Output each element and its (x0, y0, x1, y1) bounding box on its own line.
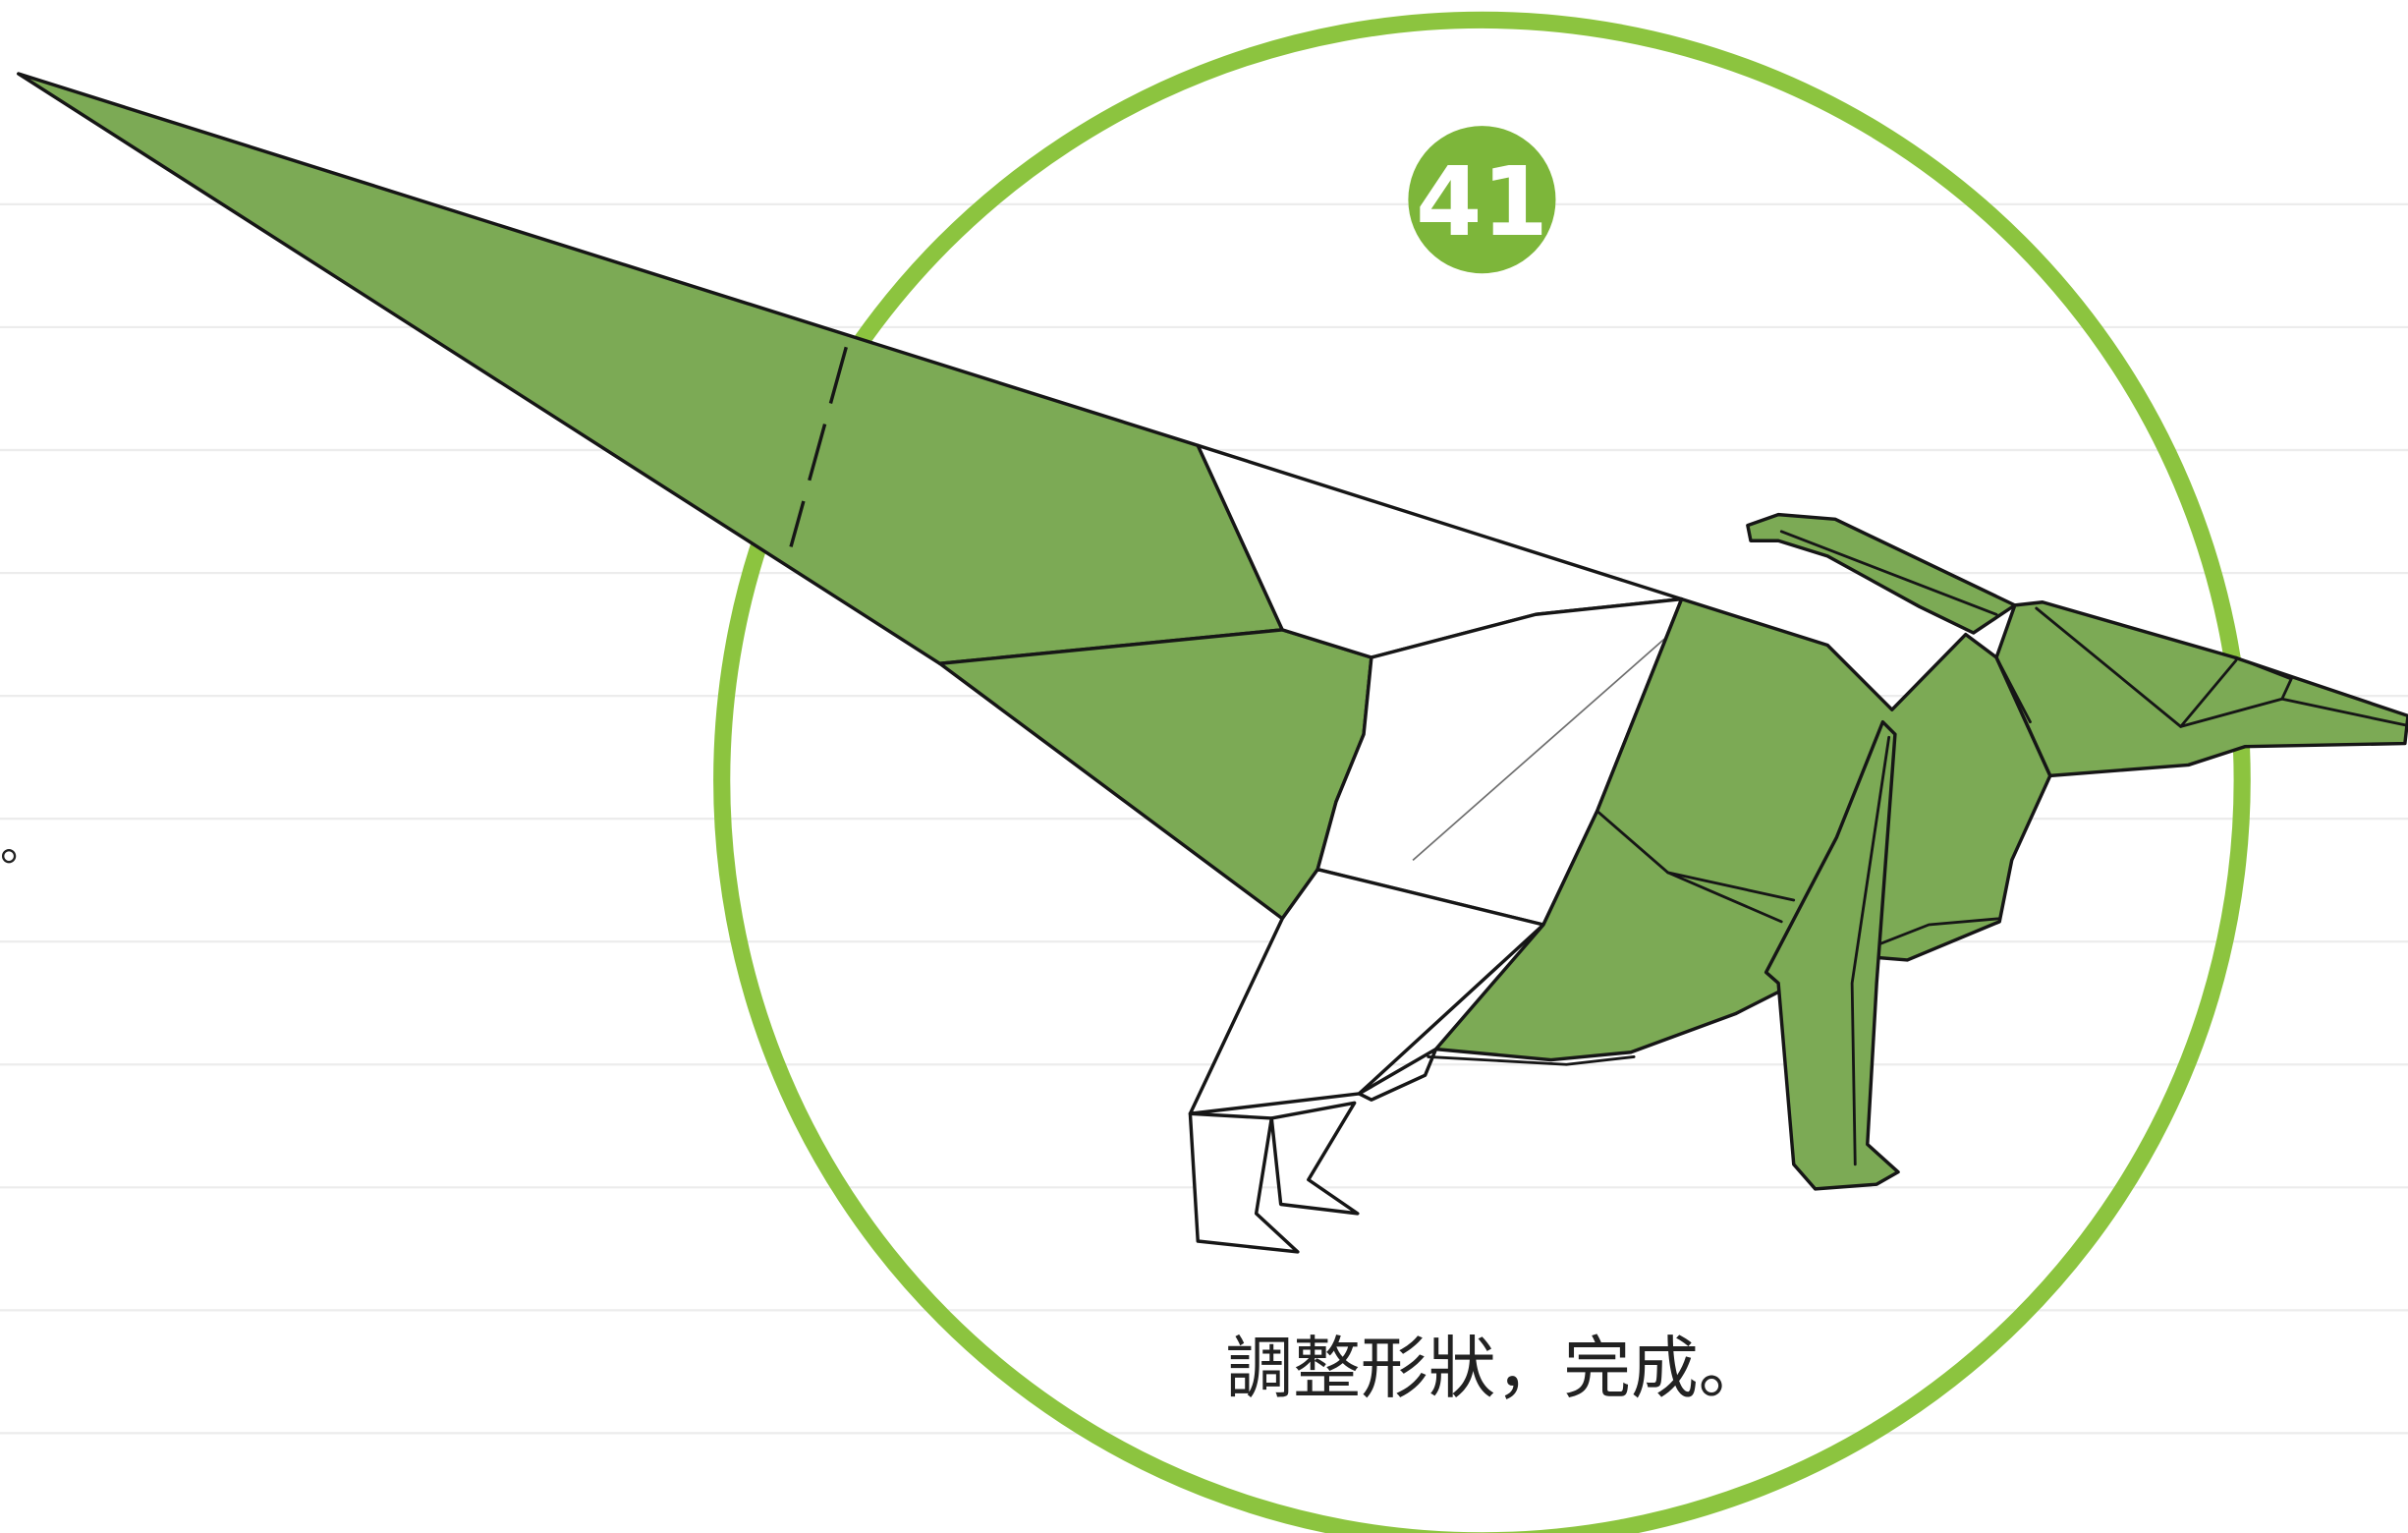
head-fold-line (1994, 655, 2032, 724)
hind-toe-back (1269, 1101, 1360, 1216)
hind-foot-sliver (1357, 1047, 1438, 1102)
hind-toe-front (1188, 1111, 1300, 1254)
hind-shin-panel (1188, 868, 1545, 1115)
thigh-crease-line (1412, 635, 1669, 861)
body-fold-line (1666, 871, 1783, 924)
head-fold-line (2234, 655, 2293, 701)
belly-fold-line (1427, 1055, 1636, 1066)
margin-mark: 。 (0, 818, 46, 872)
body-panel (1433, 596, 2052, 1062)
step-circle (713, 11, 2251, 1533)
front-leg-panel (1764, 719, 1900, 1191)
crease-dashed-line (789, 346, 848, 547)
head-panel (1994, 600, 2408, 778)
step-number: 41 (1416, 146, 1548, 257)
step-badge-circle (1408, 126, 1556, 274)
tail-base-panel (937, 628, 1373, 921)
crest-fold-line (1779, 530, 1998, 616)
tail-tip-panel (17, 72, 1284, 665)
caption-text: 調整形狀，完成。 (1225, 1330, 1765, 1408)
front-leg-fold-line (1850, 735, 1891, 1166)
step-badge: 41 (1408, 126, 1556, 274)
origami-model (17, 72, 2408, 1254)
